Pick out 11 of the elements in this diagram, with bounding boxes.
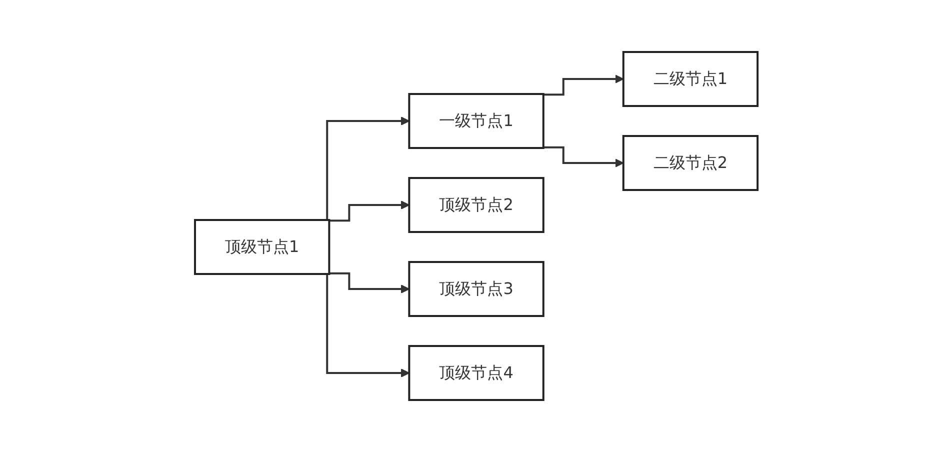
arrow [543,74,624,96]
node-box: 顶级节点1 [194,219,330,275]
arrow [543,146,624,168]
node-box: 顶级节点4 [408,345,544,401]
arrow [328,200,410,222]
node-box: 一级节点1 [408,93,544,149]
node-box: 二级节点2 [622,135,758,191]
node-box: 顶级节点3 [408,261,544,317]
node-box: 顶级节点2 [408,177,544,233]
node-box: 二级节点1 [622,51,758,107]
arrow [328,272,410,294]
